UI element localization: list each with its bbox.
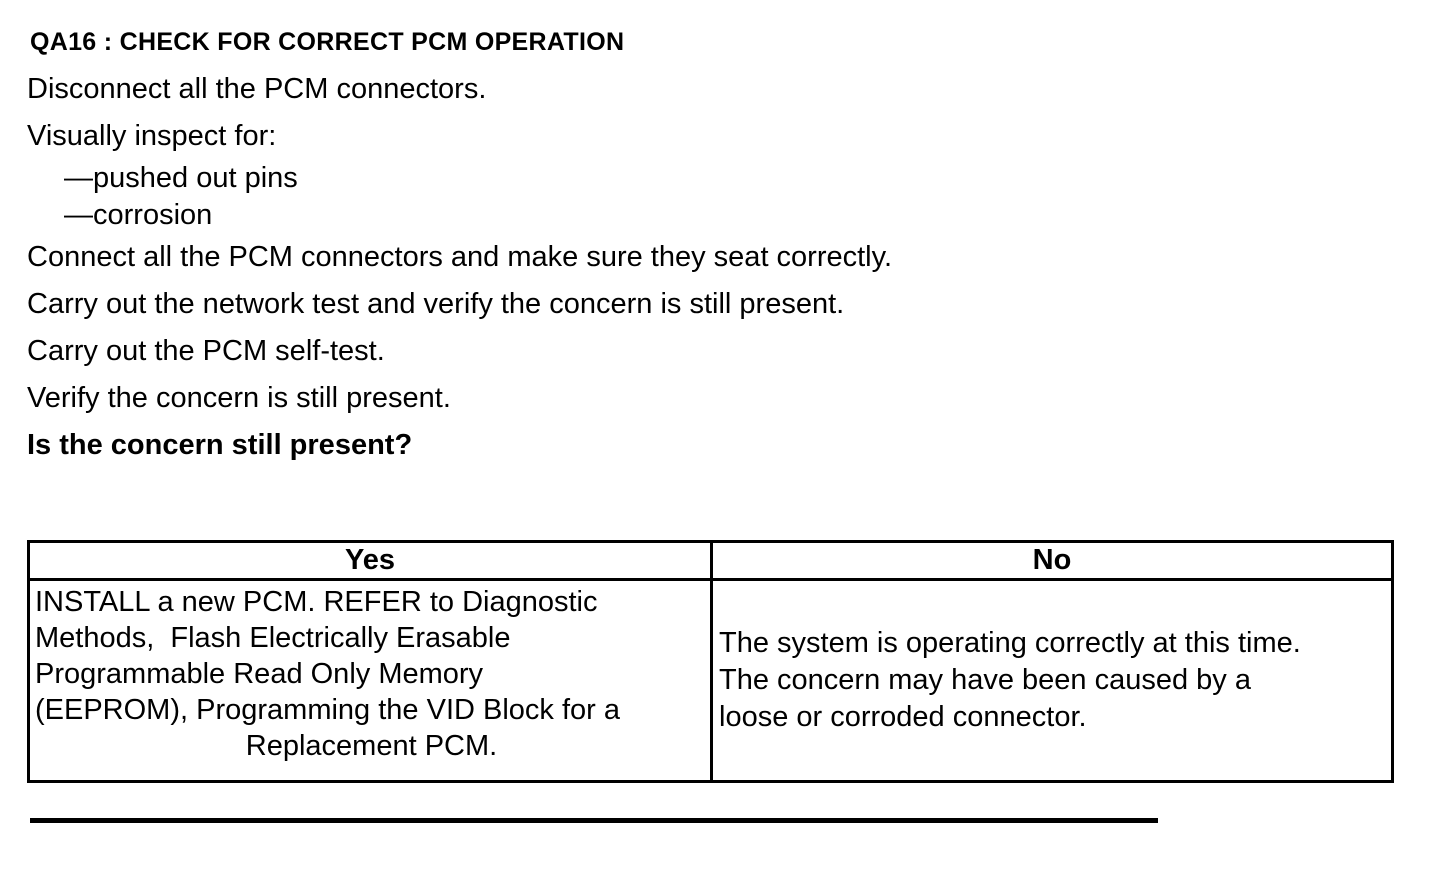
- procedure-title: QA16 : CHECK FOR CORRECT PCM OPERATION: [30, 28, 625, 56]
- yes-action-line: Programmable Read Only Memory: [35, 658, 484, 690]
- procedure-step: Disconnect all the PCM connectors.: [27, 73, 487, 105]
- procedure-sub-item: —pushed out pins: [64, 162, 298, 194]
- no-action-line: The concern may have been caused by a: [719, 664, 1251, 696]
- table-header-no: No: [710, 540, 1394, 581]
- procedure-steps: Disconnect all the PCM connectors. Visua…: [27, 66, 892, 469]
- procedure-step: Connect all the PCM connectors and make …: [27, 241, 893, 273]
- yes-action-line: INSTALL a new PCM. REFER to Diagnostic: [35, 586, 598, 618]
- horizontal-divider: [30, 818, 1158, 823]
- yes-action-cell: INSTALL a new PCM. REFER to Diagnostic M…: [27, 578, 713, 783]
- procedure-sub-item: —corrosion: [64, 199, 213, 231]
- no-action-line: The system is operating correctly at thi…: [719, 627, 1301, 659]
- procedure-step: Carry out the PCM self-test.: [27, 335, 385, 367]
- no-action-line: loose or corroded connector.: [719, 701, 1087, 733]
- yes-action-line: Replacement PCM.: [245, 730, 498, 762]
- no-action-cell: The system is operating correctly at thi…: [710, 578, 1394, 783]
- yes-action-line: Methods, Flash Electrically Erasable: [35, 622, 511, 654]
- table-header-yes: Yes: [27, 540, 713, 581]
- procedure-question: Is the concern still present?: [27, 429, 413, 461]
- procedure-step: Carry out the network test and verify th…: [27, 288, 845, 320]
- table-header-row: Yes No: [27, 540, 1394, 581]
- yes-no-decision-table: Yes No INSTALL a new PCM. REFER to Diagn…: [27, 540, 1394, 783]
- procedure-step: Verify the concern is still present.: [27, 382, 451, 414]
- procedure-step: Visually inspect for:: [27, 120, 277, 152]
- yes-action-line: (EEPROM), Programming the VID Block for …: [35, 694, 620, 726]
- table-body-row: INSTALL a new PCM. REFER to Diagnostic M…: [27, 578, 1394, 783]
